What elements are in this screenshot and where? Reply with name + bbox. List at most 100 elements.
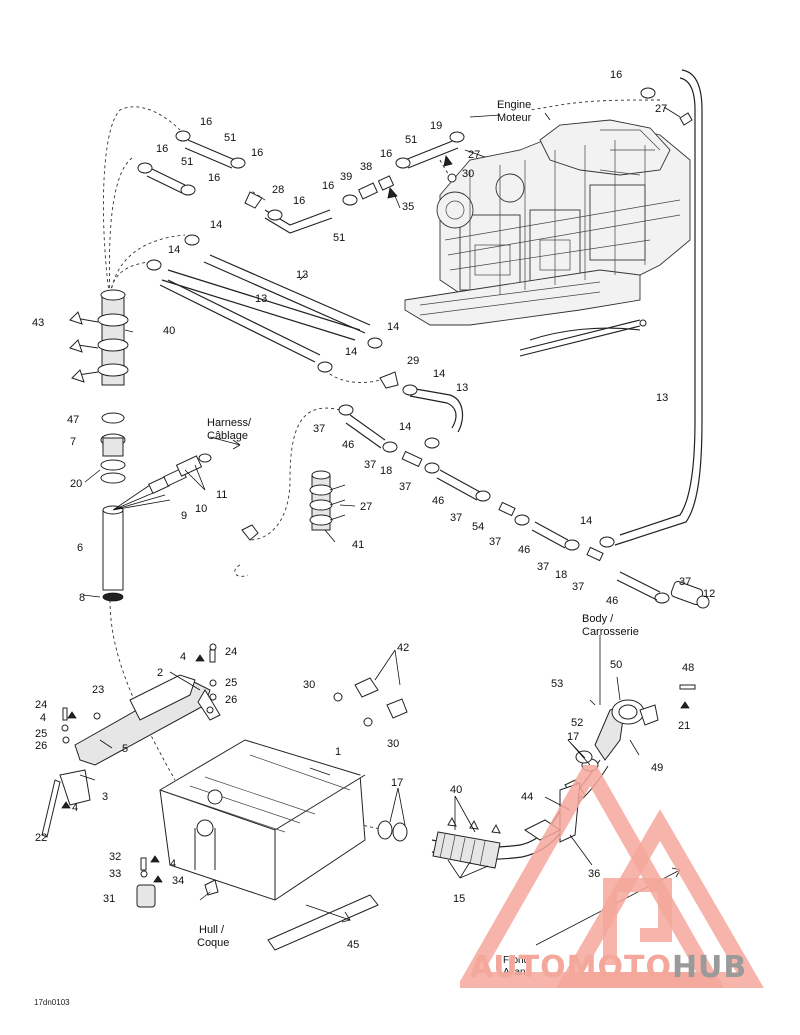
callout-28: 28 [272, 184, 284, 196]
callout-51-b: 51 [181, 156, 193, 168]
callout-51-d: 51 [405, 134, 417, 146]
part-22-bolt [41, 779, 61, 838]
callout-4-c: 4 [72, 802, 78, 814]
callout-16-d: 16 [208, 172, 220, 184]
callout-16-a: 16 [200, 116, 212, 128]
brand-part-hub: HUB [671, 950, 748, 985]
callout-37-f: 37 [537, 561, 549, 573]
callout-14-b: 14 [168, 244, 180, 256]
fuel-tank [159, 739, 366, 901]
callout-30-a: 30 [462, 168, 474, 180]
part-45-strip [267, 894, 379, 951]
callout-8: 8 [79, 592, 85, 604]
hardware [41, 643, 696, 838]
callout-34: 34 [172, 875, 184, 887]
callout-16-c: 16 [251, 147, 263, 159]
callout-25-b: 25 [35, 728, 47, 740]
callout-9: 9 [181, 510, 187, 522]
callout-16-h: 16 [610, 69, 622, 81]
callout-14-g: 14 [580, 515, 592, 527]
callout-16-e: 16 [293, 195, 305, 207]
bracket-assembly [59, 674, 221, 806]
callout-12: 12 [703, 588, 715, 600]
automotohub-wordmark: AUTOMOTOHUB [470, 950, 800, 990]
callout-24-a: 24 [225, 646, 237, 658]
hose-13-upper [161, 269, 361, 341]
callout-19: 19 [430, 120, 442, 132]
callout-1: 1 [335, 746, 341, 758]
callout-14-a: 14 [210, 219, 222, 231]
callout-45: 45 [347, 939, 359, 951]
part-2-bracket [129, 674, 196, 721]
callout-47: 47 [67, 414, 79, 426]
callout-53: 53 [551, 678, 563, 690]
callout-17-b: 17 [567, 731, 579, 743]
callout-14-d: 14 [345, 346, 357, 358]
callout-10: 10 [195, 503, 207, 515]
callout-37-g: 37 [572, 581, 584, 593]
callout-27-c: 27 [360, 501, 372, 513]
callout-4-a: 4 [180, 651, 186, 663]
callout-16-g: 16 [380, 148, 392, 160]
label-moteur: Moteur [497, 112, 532, 124]
label-hull: Hull / [199, 924, 225, 936]
callout-13-c: 13 [456, 382, 468, 394]
callout-33: 33 [109, 868, 121, 880]
callout-14-c: 14 [387, 321, 399, 333]
callout-43: 43 [32, 317, 44, 329]
callout-20: 20 [70, 478, 82, 490]
fittings [244, 112, 710, 609]
callout-numbers: 1 2 3 4 4 4 4 5 6 7 8 9 10 11 12 13 13 1… [32, 69, 715, 951]
callout-52: 52 [571, 717, 583, 729]
callout-17-a: 17 [391, 777, 403, 789]
callout-54: 54 [472, 521, 484, 533]
callout-11: 11 [216, 489, 227, 501]
callout-26-b: 26 [35, 740, 47, 752]
callout-48: 48 [682, 662, 694, 674]
filler-assembly [377, 699, 659, 869]
callout-37-b: 37 [364, 459, 376, 471]
callout-15: 15 [453, 893, 465, 905]
callout-51-c: 51 [333, 232, 345, 244]
callout-5: 5 [122, 743, 128, 755]
callout-30-b: 30 [303, 679, 315, 691]
clamps [137, 87, 670, 604]
callout-13-d: 13 [656, 392, 668, 404]
callout-18-a: 18 [380, 465, 392, 477]
callout-37-d: 37 [450, 512, 462, 524]
callout-14-f: 14 [399, 421, 411, 433]
callout-29: 29 [407, 355, 419, 367]
callout-44: 44 [521, 791, 533, 803]
callout-21: 21 [678, 720, 690, 732]
callout-16-f: 16 [322, 180, 334, 192]
label-engine: Engine [497, 99, 531, 111]
callout-46-a: 46 [342, 439, 354, 451]
callout-36: 36 [588, 868, 600, 880]
fuel-pump-assembly [69, 289, 212, 602]
callout-4-d: 4 [170, 858, 176, 870]
callout-49: 49 [651, 762, 663, 774]
callout-13-a: 13 [296, 269, 308, 281]
callout-51-a: 51 [224, 132, 236, 144]
callout-23: 23 [92, 684, 104, 696]
label-coque: Coque [197, 937, 229, 949]
callout-37-h: 37 [679, 576, 691, 588]
label-cablage: Câblage [207, 430, 248, 442]
callout-7: 7 [70, 436, 76, 448]
callout-38: 38 [360, 161, 372, 173]
drawing-code: 17dn0103 [34, 998, 70, 1007]
callout-4-b: 4 [40, 712, 46, 724]
callout-25-a: 25 [225, 677, 237, 689]
hose-13-upper-b [203, 254, 371, 334]
callout-35: 35 [402, 201, 414, 213]
hoses-46 [345, 414, 661, 601]
callout-30-c: 30 [387, 738, 399, 750]
part-3-bracket [59, 769, 91, 806]
callout-3: 3 [102, 791, 108, 803]
callout-37-a: 37 [313, 423, 325, 435]
callout-41: 41 [352, 539, 364, 551]
callout-2: 2 [157, 667, 163, 679]
callout-13-b: 13 [255, 293, 267, 305]
callout-14-e: 14 [433, 368, 445, 380]
